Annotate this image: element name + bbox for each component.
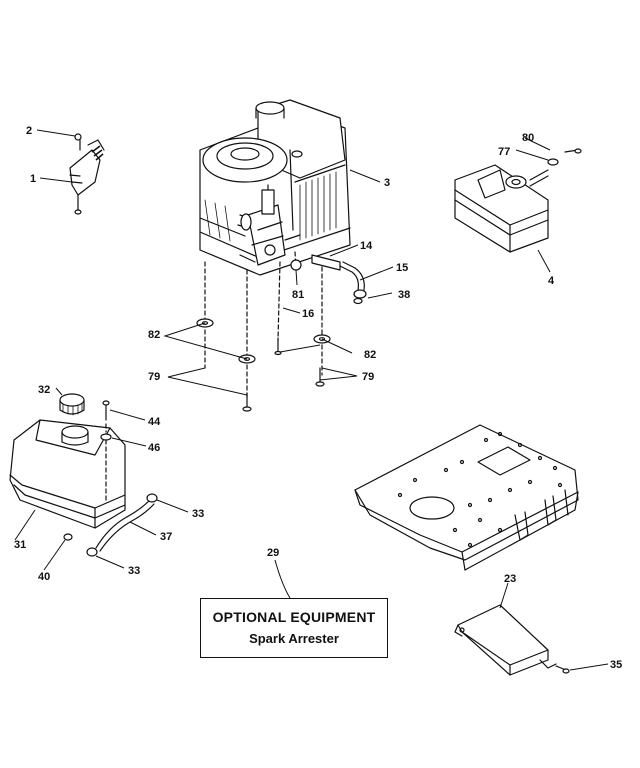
spark-arrester-label: Spark Arrester (249, 631, 339, 646)
callout-labels: 2 1 3 80 77 4 14 15 38 81 16 82 82 79 79… (14, 125, 622, 671)
spark-arrester (454, 604, 570, 676)
mounting-plate (354, 424, 579, 571)
callout-1: 1 (30, 173, 36, 185)
callout-33-right: 33 (192, 508, 204, 520)
callout-29: 29 (267, 547, 279, 559)
callout-33-left: 33 (128, 565, 140, 577)
callout-82-right: 82 (364, 349, 376, 361)
fuel-tank (9, 393, 126, 541)
callout-40: 40 (38, 571, 50, 583)
callout-79-right: 79 (362, 371, 374, 383)
callout-16: 16 (302, 308, 314, 320)
callout-15: 15 (396, 262, 408, 274)
leader-lines (14, 129, 609, 671)
callout-2: 2 (26, 125, 32, 137)
callout-77: 77 (498, 146, 510, 158)
fuel-line (290, 254, 367, 305)
callout-14: 14 (360, 240, 373, 252)
washers-82 (196, 318, 331, 364)
callout-80: 80 (522, 132, 534, 144)
group-brackets (163, 322, 358, 396)
callout-4: 4 (548, 275, 555, 287)
callout-46: 46 (148, 442, 160, 454)
callout-3: 3 (384, 177, 390, 189)
callout-31: 31 (14, 539, 26, 551)
muffler (454, 148, 582, 253)
callout-38: 38 (398, 289, 410, 301)
engine (199, 99, 351, 276)
callout-82-left: 82 (148, 329, 160, 341)
callout-37: 37 (160, 531, 172, 543)
bolts-79 (242, 337, 325, 412)
callout-35: 35 (610, 659, 622, 671)
callout-44: 44 (148, 416, 161, 428)
callout-79-left: 79 (148, 371, 160, 383)
optional-equipment-box: OPTIONAL EQUIPMENT Spark Arrester (200, 598, 388, 658)
callout-32: 32 (38, 384, 50, 396)
optional-equipment-title: OPTIONAL EQUIPMENT (212, 609, 376, 625)
throttle-control (69, 133, 105, 215)
callout-23: 23 (504, 573, 516, 585)
callout-81: 81 (292, 289, 304, 301)
